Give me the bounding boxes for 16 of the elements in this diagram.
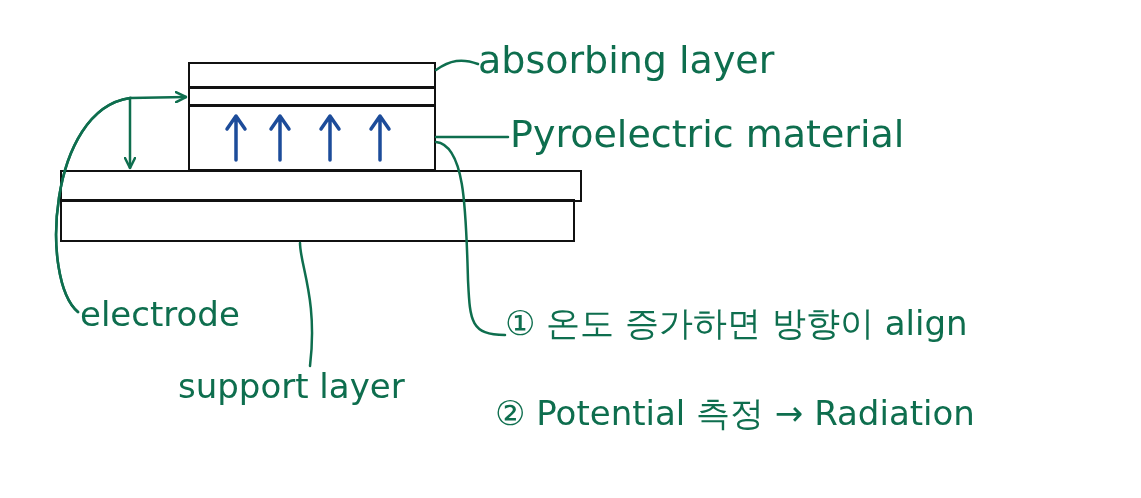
leader-line [434,140,507,337]
note-text: ② Potential 측정 → Radiation [495,393,975,434]
layer-label: absorbing layer [478,38,775,84]
support-layer [60,199,575,242]
leader-line [298,241,314,368]
electrode-layer [60,170,582,202]
electrode-layer [188,86,436,107]
note-text: ① 온도 증가하면 방향이 align [505,303,968,344]
leader-line [434,59,480,72]
absorbing-layer [188,62,436,89]
arrow [55,96,137,314]
layer-label: electrode [80,294,240,335]
layer-label: Pyroelectric material [510,112,905,158]
leader-line [434,135,510,139]
layer-label: support layer [178,366,405,407]
pyroelectric-layer [188,104,436,171]
